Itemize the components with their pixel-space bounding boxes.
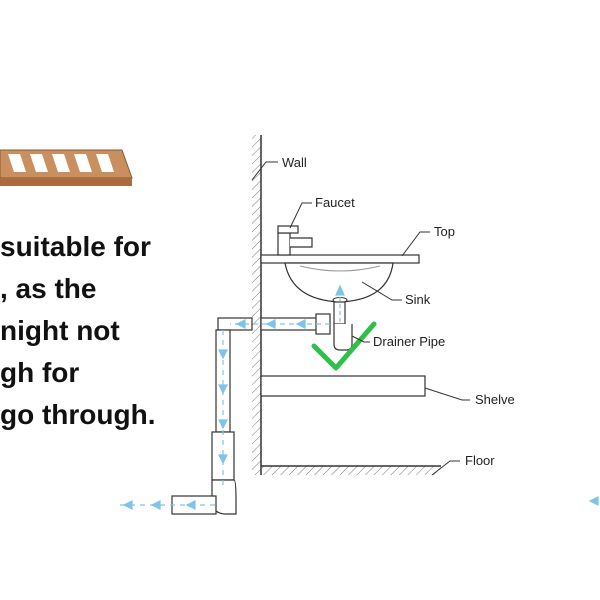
leader-lines bbox=[251, 161, 470, 476]
water-flow bbox=[120, 284, 599, 510]
caption-line: gh for bbox=[0, 357, 80, 388]
label-wall: Wall bbox=[282, 155, 307, 170]
label-faucet: Faucet bbox=[315, 195, 355, 210]
wall bbox=[252, 135, 262, 475]
shelf bbox=[260, 375, 426, 397]
caption-line: night not bbox=[0, 315, 120, 346]
label-sink: Sink bbox=[405, 292, 431, 307]
caption-line: go through. bbox=[0, 399, 156, 430]
wooden-shelf-icon bbox=[0, 149, 133, 186]
caption-text: suitable for , as the night not gh for g… bbox=[0, 226, 240, 436]
label-floor: Floor bbox=[465, 453, 495, 468]
sink-basin bbox=[284, 262, 394, 303]
caption-line: , as the bbox=[0, 273, 97, 304]
label-drainer-pipe: Drainer Pipe bbox=[373, 334, 445, 349]
caption-line: suitable for bbox=[0, 231, 151, 262]
faucet bbox=[277, 225, 313, 256]
label-top: Top bbox=[434, 224, 455, 239]
floor bbox=[261, 465, 441, 475]
checkmark-icon bbox=[311, 321, 377, 371]
label-shelve: Shelve bbox=[475, 392, 515, 407]
countertop bbox=[260, 254, 420, 264]
drain-pipe bbox=[171, 301, 353, 515]
